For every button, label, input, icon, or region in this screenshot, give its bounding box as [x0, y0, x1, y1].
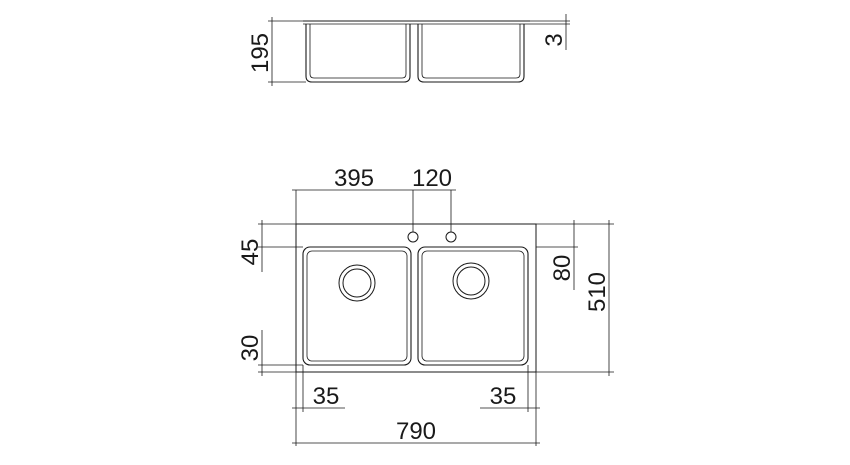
left-drain [338, 264, 376, 302]
side-view-height-dimension: 195 [247, 33, 274, 73]
left-basin [302, 246, 412, 366]
left-basin-width-dimension: 395 [334, 165, 374, 192]
top-view-outer-rim [295, 223, 537, 373]
right-drain [452, 262, 490, 300]
overall-depth-dimension: 510 [584, 272, 611, 312]
back-offset-dimension: 80 [549, 255, 576, 282]
back-margin-dimension: 45 [237, 239, 264, 266]
tap-spacing-dimension: 120 [412, 165, 452, 192]
tap-hole-right [445, 231, 457, 243]
right-margin-dimension: 35 [490, 383, 517, 410]
side-view-rim-dimension: 3 [541, 33, 568, 46]
top-view: 395 120 35 35 790 45 30 80 510 [237, 165, 614, 446]
front-margin-dimension: 30 [237, 335, 264, 362]
side-view-left-bowl [305, 24, 411, 83]
side-view: 195 3 [247, 14, 570, 86]
side-view-right-bowl [417, 24, 525, 83]
right-basin [417, 246, 529, 366]
left-margin-dimension: 35 [313, 383, 340, 410]
overall-width-dimension: 790 [396, 418, 436, 445]
tap-hole-left [407, 231, 419, 243]
